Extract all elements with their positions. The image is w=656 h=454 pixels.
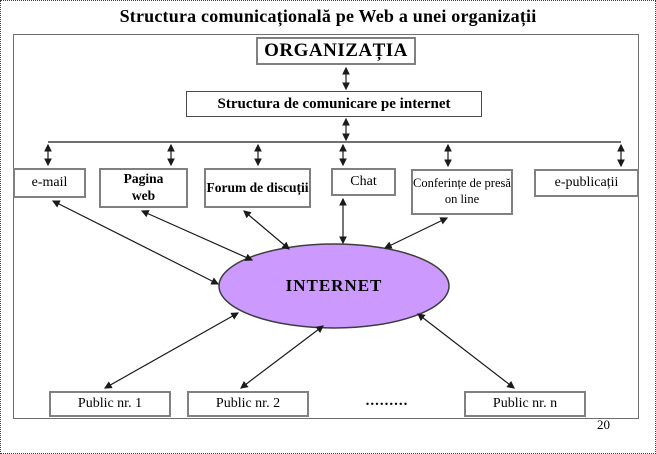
node-chat: Chat	[331, 168, 396, 196]
node-public-n: Public nr. n	[464, 391, 586, 417]
node-forum-discutii: Forum de discuții	[204, 168, 311, 208]
publics-ellipsis: .........	[365, 393, 409, 409]
node-email: e-mail	[13, 168, 86, 198]
page-number: 20	[597, 417, 610, 432]
node-e-publicatii: e-publicații	[534, 169, 639, 197]
diagram-frame	[13, 34, 639, 419]
node-pagina-web: Pagina web	[99, 168, 188, 208]
node-public-2: Public nr. 2	[187, 391, 309, 417]
node-conferinte-presa: Conferințe de presă on line	[411, 169, 513, 215]
node-public-1: Public nr. 1	[49, 391, 171, 417]
node-organization: ORGANIZAȚIA	[256, 37, 416, 65]
internet-label: INTERNET	[285, 276, 383, 295]
slide-title: Structura comunicațională pe Web a unei …	[119, 6, 537, 26]
node-structure: Structura de comunicare pe internet	[186, 91, 482, 117]
